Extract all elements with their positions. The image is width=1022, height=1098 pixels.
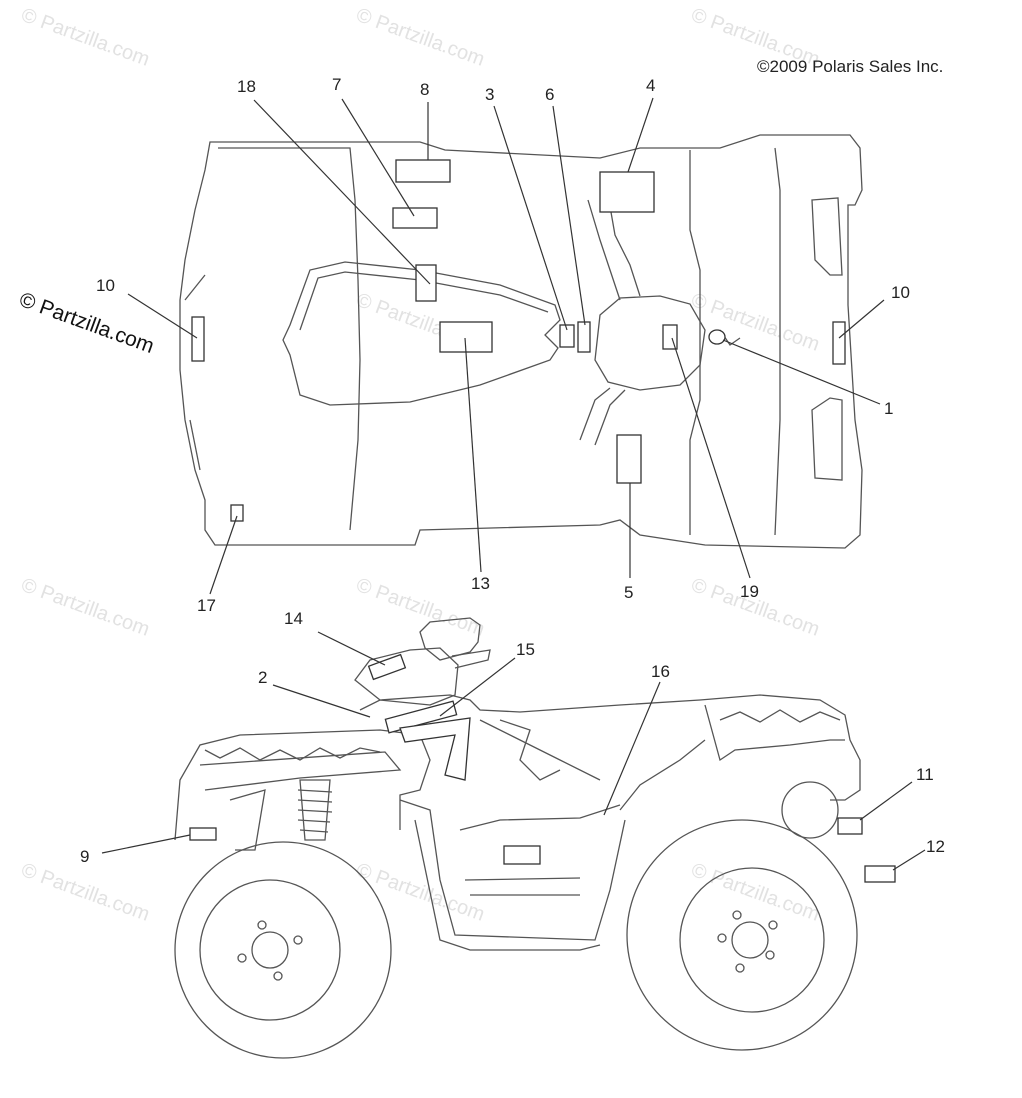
- callout-14: 14: [284, 609, 303, 628]
- callout-6: 6: [545, 85, 554, 104]
- decal-5: [616, 434, 642, 484]
- watermark: © Partzilla.com: [353, 859, 487, 926]
- callout-9: 9: [80, 847, 89, 866]
- callout-2: 2: [258, 668, 267, 687]
- decal-7: [392, 207, 438, 229]
- callout-15: 15: [516, 640, 535, 659]
- decal-15-logo: [399, 717, 471, 781]
- callout-7: 7: [332, 75, 341, 94]
- decal-4: [599, 171, 655, 213]
- watermark: © Partzilla.com: [688, 859, 822, 926]
- callout-19: 19: [740, 582, 759, 601]
- decal-side-center: [503, 845, 541, 865]
- callout-labels: 18 7 8 3 6 4 10 10 1 13 5 19 17 14 2 15 …: [80, 75, 945, 866]
- callout-8: 8: [420, 80, 429, 99]
- decal-6: [577, 321, 591, 353]
- decal-8: [395, 159, 451, 183]
- watermark: © Partzilla.com: [18, 574, 152, 641]
- decal-17: [230, 504, 244, 522]
- callout-1: 1: [884, 399, 893, 418]
- callout-3: 3: [485, 85, 494, 104]
- atv-top-view: [179, 134, 863, 549]
- leader-lines: [101, 97, 926, 871]
- decal-10-front: [832, 321, 846, 365]
- decal-18: [415, 264, 437, 302]
- callout-4: 4: [646, 76, 655, 95]
- callout-11: 11: [916, 765, 934, 784]
- callout-10-front: 10: [891, 283, 910, 302]
- callout-18: 18: [237, 77, 256, 96]
- watermark: © Partzilla.com: [688, 289, 822, 356]
- decal-15: [384, 700, 458, 734]
- watermark: © Partzilla.com: [18, 4, 152, 71]
- decal-11: [837, 817, 863, 835]
- decal-14: [367, 653, 407, 681]
- decal-9: [189, 827, 217, 841]
- callout-13: 13: [471, 574, 490, 593]
- decal-12: [864, 865, 896, 883]
- callout-10-rear: 10: [96, 276, 115, 295]
- callout-17: 17: [197, 596, 216, 615]
- copyright-text: ©2009 Polaris Sales Inc.: [757, 57, 943, 76]
- atv-side-view: [174, 617, 896, 1059]
- watermark: © Partzilla.com: [18, 859, 152, 926]
- decal-3: [559, 324, 575, 348]
- callout-16: 16: [651, 662, 670, 681]
- watermark: © Partzilla.com: [353, 4, 487, 71]
- callout-5: 5: [624, 583, 633, 602]
- callout-12: 12: [926, 837, 945, 856]
- decal-1: [708, 329, 726, 345]
- decal-10-rear: [191, 316, 205, 362]
